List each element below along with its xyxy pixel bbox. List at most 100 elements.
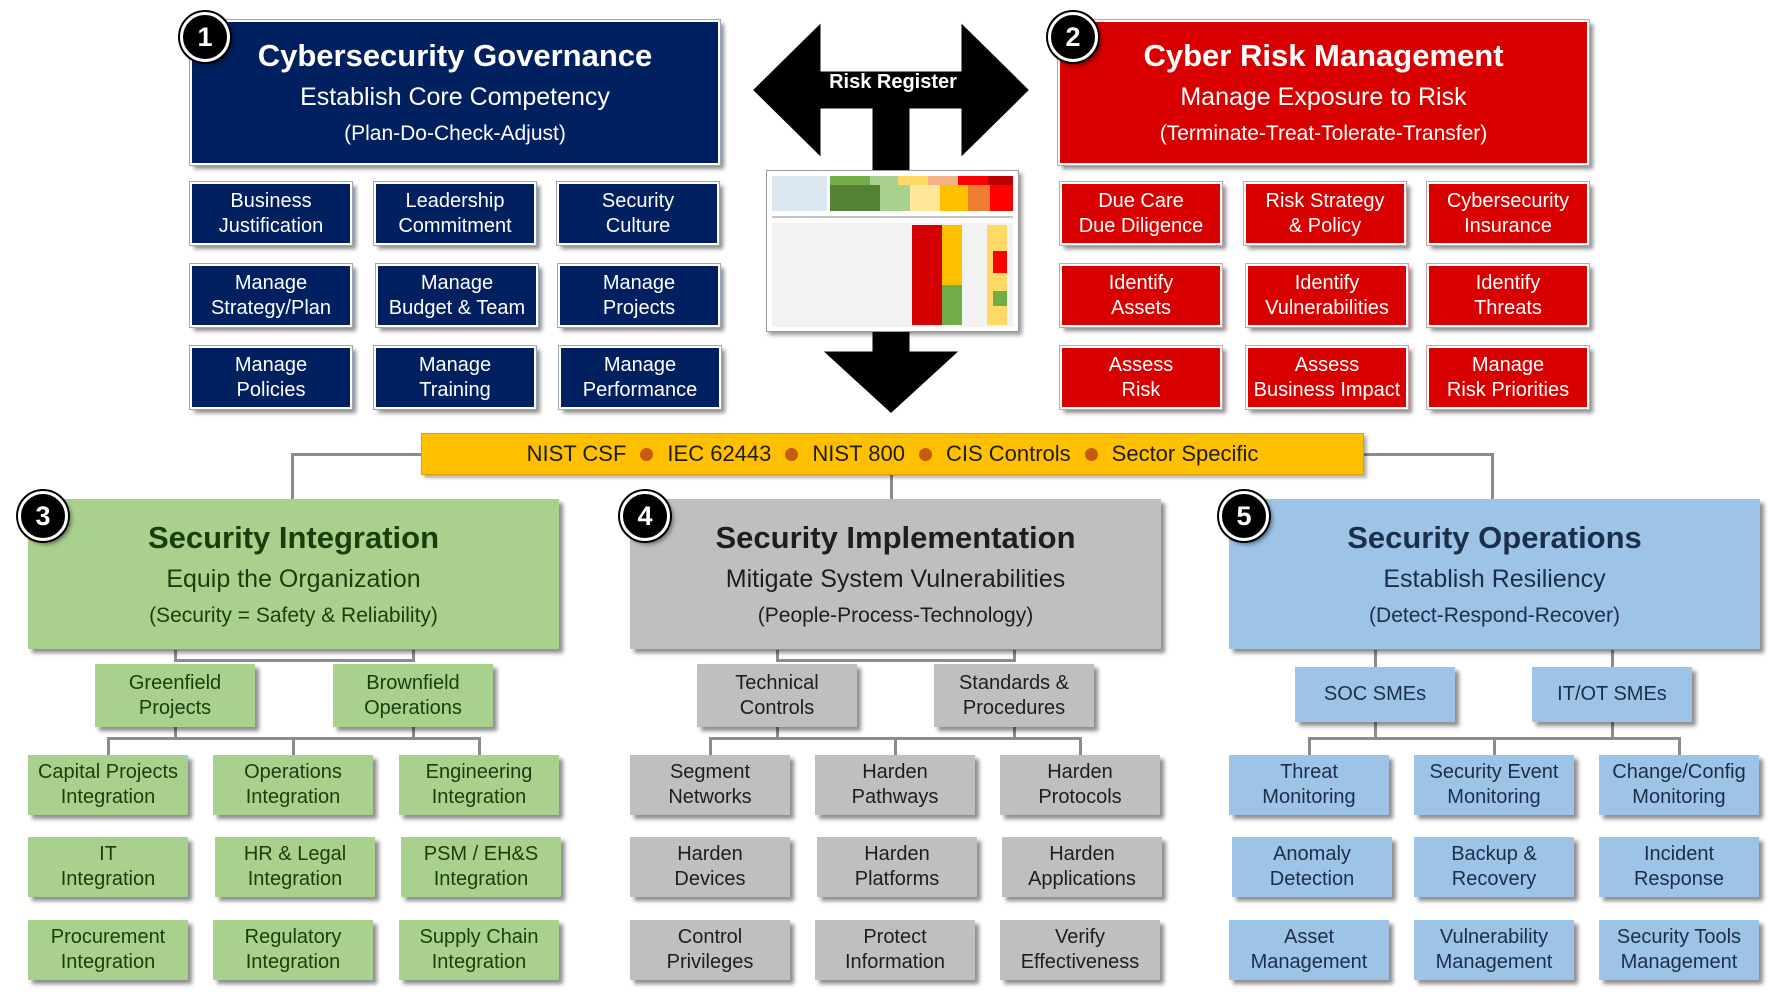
item-line-1: Procurement bbox=[50, 926, 166, 948]
governance-title: Cybersecurity Governance bbox=[257, 38, 653, 74]
item-line-1: Manage bbox=[418, 353, 492, 376]
governance-method: (Plan-Do-Check-Adjust) bbox=[344, 122, 566, 146]
item-line-2: Culture bbox=[605, 214, 671, 237]
operations-sub-item: SOC SMEs bbox=[1295, 667, 1455, 722]
operations-method: (Detect-Respond-Recover) bbox=[1369, 603, 1620, 627]
item-line-2: Monitoring bbox=[1632, 786, 1726, 808]
item-line-2: Due Diligence bbox=[1078, 214, 1204, 237]
item-line-2: Integration bbox=[245, 786, 341, 808]
item-line-2: Performance bbox=[582, 378, 698, 401]
risk-title: Cyber Risk Management bbox=[1143, 38, 1504, 74]
connector-line bbox=[776, 659, 1016, 662]
item-line-1: Standards & bbox=[958, 671, 1070, 694]
governance-header: Cybersecurity Governance Establish Core … bbox=[189, 19, 721, 166]
connector-line bbox=[1678, 737, 1681, 755]
operations-number-badge: 5 bbox=[1219, 491, 1269, 541]
implementation-title: Security Implementation bbox=[715, 519, 1076, 555]
integration-subtitle: Equip the Organization bbox=[166, 564, 421, 593]
item-line-1: Change/Config bbox=[1612, 761, 1746, 783]
item-line-2: Projects bbox=[138, 696, 212, 719]
item-line-1: Asset bbox=[1283, 926, 1335, 948]
item-line-2: Protocols bbox=[1038, 786, 1122, 808]
item-line-1: Segment bbox=[669, 761, 751, 783]
item-line-2: Integration bbox=[245, 951, 341, 973]
standards-bar: NIST CSF IEC 62443 NIST 800 CIS Controls… bbox=[421, 433, 1364, 475]
item-line-1: Threat bbox=[1280, 761, 1338, 783]
item-line-2: Risk Priorities bbox=[1446, 378, 1570, 401]
risk-item: Risk Strategy& Policy bbox=[1243, 181, 1407, 246]
item-line-2: Information bbox=[844, 951, 946, 973]
item-line-2: Integration bbox=[60, 868, 156, 890]
item-line-1: Technical bbox=[735, 671, 819, 694]
item-line-1: Greenfield bbox=[128, 671, 222, 694]
operations-subtitle: Establish Resiliency bbox=[1383, 564, 1606, 593]
item-line-2: Business Impact bbox=[1253, 378, 1401, 401]
item-line-2: Training bbox=[419, 378, 491, 401]
item-line-1: Regulatory bbox=[244, 926, 342, 948]
connector-line bbox=[1493, 737, 1496, 755]
item-line-2: Threats bbox=[1474, 296, 1542, 319]
item-line-1: Verify bbox=[1054, 926, 1106, 948]
item-line-2: Monitoring bbox=[1447, 786, 1541, 808]
item-line-1: Manage bbox=[603, 353, 677, 376]
item-line-1: Harden bbox=[862, 761, 928, 783]
operations-header: Security Operations Establish Resiliency… bbox=[1229, 499, 1760, 649]
connector-line bbox=[890, 474, 893, 499]
spreadsheet-thumbnail bbox=[767, 171, 1018, 331]
item-line-2: Management bbox=[1435, 951, 1553, 973]
item-line-1: IT bbox=[99, 843, 117, 865]
connector-line bbox=[1491, 453, 1494, 499]
item-line-1: Harden bbox=[677, 843, 743, 865]
connector-line bbox=[1013, 650, 1016, 661]
item-line-2: Projects bbox=[602, 296, 676, 319]
risk-header: Cyber Risk Management Manage Exposure to… bbox=[1057, 19, 1590, 166]
item-line-1: Manage bbox=[234, 353, 308, 376]
item-line-1: Incident bbox=[1643, 843, 1715, 865]
item-line-1: Harden bbox=[864, 843, 930, 865]
connector-line bbox=[412, 650, 415, 661]
connector-line bbox=[894, 737, 897, 755]
bullet-dot-icon bbox=[785, 447, 799, 461]
integration-number-badge: 3 bbox=[18, 491, 68, 541]
standard-label: NIST CSF bbox=[526, 441, 627, 466]
operations-sub-item: IT/OT SMEs bbox=[1532, 667, 1692, 722]
item-line-2: Strategy/Plan bbox=[210, 296, 332, 319]
item-line-2: Management bbox=[1620, 951, 1738, 973]
item-line-2: Operations bbox=[364, 696, 462, 719]
risk-method: (Terminate-Treat-Tolerate-Transfer) bbox=[1159, 122, 1488, 146]
item-line-1: Vulnerability bbox=[1439, 926, 1549, 948]
item-line-1: Cybersecurity bbox=[1446, 189, 1570, 212]
item-line-2: Pathways bbox=[851, 786, 939, 808]
connector-line bbox=[291, 453, 423, 456]
item-line-1: Security Tools bbox=[1616, 926, 1742, 948]
item-line-1: Identify bbox=[1294, 271, 1360, 294]
item-line-1: Manage bbox=[1471, 353, 1545, 376]
governance-subtitle: Establish Core Competency bbox=[300, 83, 610, 112]
item-line-1: Leadership bbox=[405, 189, 505, 212]
item-line-2: Management bbox=[1250, 951, 1368, 973]
item-line-2: Effectiveness bbox=[1020, 951, 1140, 973]
